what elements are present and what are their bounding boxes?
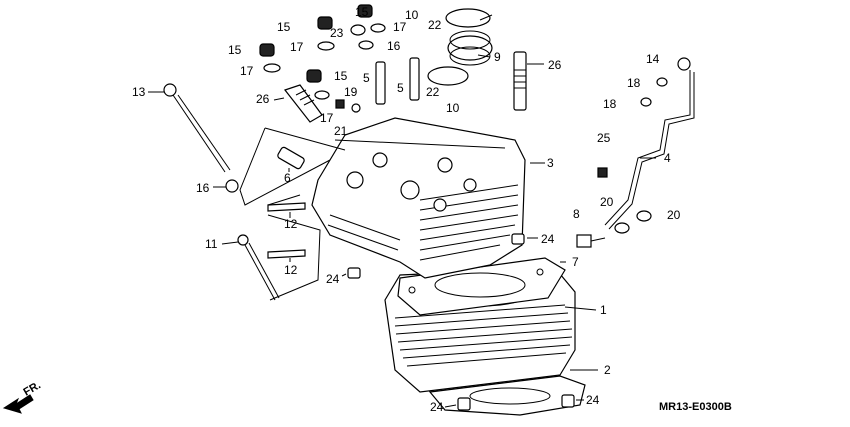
dowel-24-a bbox=[511, 233, 525, 245]
callout-10a: 10 bbox=[405, 8, 419, 22]
callout-8: 8 bbox=[573, 207, 580, 221]
callout-24c: 24 bbox=[430, 400, 444, 414]
exploded-outline-dowel bbox=[267, 194, 321, 301]
valve-cap-mid bbox=[306, 69, 322, 83]
callout-17a: 17 bbox=[290, 40, 304, 54]
callout-11: 11 bbox=[205, 237, 218, 251]
valve-cap-top bbox=[317, 16, 333, 30]
stud-bolt-upper bbox=[267, 202, 306, 212]
direction-label: FR. bbox=[22, 379, 43, 398]
callout-21: 21 bbox=[334, 124, 348, 138]
seal-16 bbox=[358, 40, 374, 50]
callout-5b: 5 bbox=[397, 81, 404, 95]
callout-15a: 15 bbox=[277, 20, 291, 34]
seal-17b bbox=[263, 63, 281, 73]
callout-16b: 16 bbox=[196, 181, 210, 195]
exploded-outline-head bbox=[239, 127, 346, 206]
callout-5a: 5 bbox=[363, 71, 370, 85]
long-bolt bbox=[163, 83, 231, 173]
side-bolt bbox=[237, 234, 280, 301]
bolt-8 bbox=[576, 234, 606, 248]
washer-19 bbox=[351, 103, 361, 113]
valve-cap-left bbox=[259, 43, 275, 57]
callout-20a: 20 bbox=[600, 195, 614, 209]
front-direction-arrow-icon bbox=[2, 394, 34, 414]
callout-10b: 10 bbox=[446, 101, 460, 115]
callout-7: 7 bbox=[572, 255, 579, 269]
callout-15d: 15 bbox=[334, 69, 348, 83]
valve-cap-top-2 bbox=[357, 4, 373, 18]
valve-guide-b bbox=[409, 57, 420, 101]
clamp-upper bbox=[445, 8, 491, 28]
callout-16a: 16 bbox=[387, 39, 401, 53]
valve-guide-a bbox=[375, 61, 386, 105]
callout-15b: 15 bbox=[355, 5, 369, 19]
stud-bolt-lower bbox=[267, 249, 306, 259]
callout-19: 19 bbox=[344, 85, 358, 99]
seal-17c bbox=[370, 23, 386, 33]
callout-17c: 17 bbox=[240, 64, 254, 78]
spark-plug-right bbox=[513, 51, 527, 111]
dowel-pin bbox=[277, 146, 305, 170]
callout-22a: 22 bbox=[428, 18, 442, 32]
callout-3: 3 bbox=[547, 156, 554, 170]
cylinder-head bbox=[311, 117, 526, 279]
callout-18b: 18 bbox=[603, 97, 617, 111]
callout-24b: 24 bbox=[326, 272, 340, 286]
carburetor-insulator bbox=[447, 30, 493, 66]
callout-9: 9 bbox=[494, 50, 501, 64]
callout-23: 23 bbox=[330, 26, 344, 40]
callout-26a: 26 bbox=[256, 92, 270, 106]
leader-lines bbox=[148, 14, 656, 408]
seal-17a bbox=[317, 41, 335, 51]
callout-20b: 20 bbox=[667, 208, 681, 222]
oil-pipe bbox=[604, 70, 691, 226]
callout-15c: 15 bbox=[228, 43, 242, 57]
seal-mid bbox=[314, 90, 330, 100]
spark-plug-left bbox=[284, 84, 323, 123]
dowel-24-c bbox=[457, 397, 471, 411]
callout-24a: 24 bbox=[541, 232, 555, 246]
callout-18a: 18 bbox=[627, 76, 641, 90]
washer-20b bbox=[636, 210, 652, 222]
callout-22b: 22 bbox=[426, 85, 440, 99]
callout-12a: 12 bbox=[284, 217, 298, 231]
callout-13: 13 bbox=[132, 85, 146, 99]
callout-1: 1 bbox=[600, 303, 607, 317]
small-bolt-21 bbox=[335, 99, 345, 109]
callout-26b: 26 bbox=[548, 58, 562, 72]
callout-25: 25 bbox=[597, 131, 611, 145]
washer-18a bbox=[656, 77, 668, 87]
dowel-24-d bbox=[561, 394, 575, 408]
callout-4: 4 bbox=[664, 151, 671, 165]
callout-17d: 17 bbox=[320, 111, 334, 125]
callout-12b: 12 bbox=[284, 263, 298, 277]
seal-23 bbox=[350, 24, 366, 36]
washer-18b bbox=[640, 97, 652, 107]
dowel-24-b bbox=[347, 267, 361, 279]
washer-20a bbox=[614, 222, 630, 234]
callout-labels: 1 2 3 4 5 5 6 7 8 9 10 10 11 12 12 13 14… bbox=[132, 5, 681, 414]
washer-16-left bbox=[225, 179, 239, 193]
callout-2: 2 bbox=[604, 363, 611, 377]
figure-code: MR13-E0300B bbox=[659, 401, 732, 413]
clamp-lower bbox=[427, 66, 469, 86]
bolt-25 bbox=[597, 167, 608, 178]
callout-6: 6 bbox=[284, 171, 291, 185]
callout-24d: 24 bbox=[586, 393, 600, 407]
pipe-fitting bbox=[677, 57, 691, 71]
callout-17b: 17 bbox=[393, 20, 407, 34]
callout-14: 14 bbox=[646, 52, 660, 66]
head-gasket bbox=[397, 257, 566, 316]
